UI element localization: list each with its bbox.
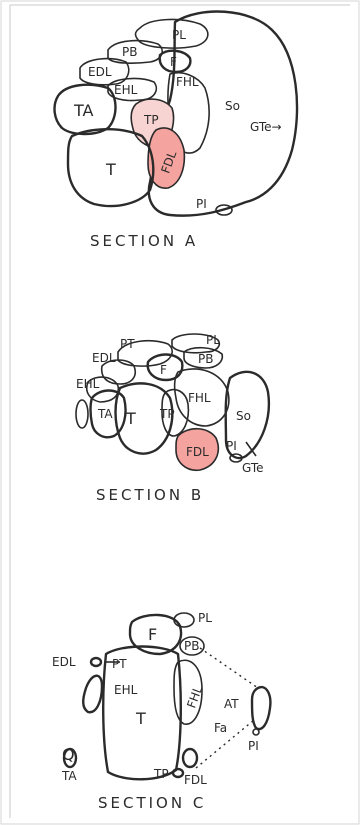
a-ta [53,83,117,136]
section-c: PL F PB EDL PT EHL FHL AT Fa T Q TA TP F… [52,611,272,812]
b-gte-pointer [245,441,257,457]
section-a: PL PB EDL F EHL FHL TA TP So GTe→ T FDL … [53,10,299,250]
c-label-ta: TA [61,769,77,783]
b-label-so: So [236,409,251,423]
a-label-fhl: FHL [176,75,199,89]
a-label-ta: TA [73,101,94,120]
a-edl [79,57,130,86]
b-pi-ring [229,453,243,463]
c-pi-point [252,728,260,736]
b-soleus [224,370,271,460]
section-b: PT PL EDL F PB EHL FHL TA T TP So FDL PI… [75,333,271,504]
c-ehl-capsule [82,674,104,714]
c-dotted-lower [195,719,255,769]
b-label-tp: TP [159,407,175,421]
c-label-t: T [135,709,146,728]
b-ta [89,389,127,439]
c-label-q: Q [62,745,75,764]
a-fdl [147,127,186,189]
a-tibia [66,128,155,208]
c-caption: SECTION C [98,794,206,812]
a-label-tp: TP [143,113,159,127]
c-label-pb: PB [184,639,199,653]
c-label-edl: EDL [52,655,76,669]
a-caption: SECTION A [90,232,198,250]
b-tp [161,388,190,437]
c-label-at: AT [224,697,239,711]
b-label-pt: PT [120,337,135,351]
b-caption: SECTION B [96,486,204,504]
a-label-pb: PB [122,45,137,59]
c-label-pl: PL [198,611,212,625]
c-label-pt: PT [112,657,127,671]
c-at [250,685,272,731]
b-label-pb: PB [198,352,213,366]
a-pl [134,18,209,49]
b-label-fdl: FDL [186,445,209,459]
b-label-gte: GTe [242,461,264,475]
a-label-pl: PL [172,28,186,42]
c-edl-ring [89,656,103,668]
c-tp-ring [171,767,185,779]
b-label-edl: EDL [92,351,116,365]
a-label-edl: EDL [88,65,112,79]
b-f [146,353,184,382]
b-label-pl: PL [206,333,220,347]
c-label-fa: Fa [214,721,227,735]
b-label-ta: TA [97,407,113,421]
c-label-pi: PI [248,739,259,753]
b-small-tendon [75,399,89,429]
a-label-gte: GTe→ [250,120,282,134]
b-label-f: F [160,363,167,377]
b-ehl [85,376,120,403]
b-edl [100,359,136,385]
b-label-t: T [125,409,136,428]
a-label-ehl: EHL [114,83,138,97]
c-q-shape [62,747,78,769]
a-f [158,49,192,74]
b-fdl [175,427,220,472]
c-pb [179,636,205,656]
b-label-pi: PI [226,439,237,453]
c-f [128,613,183,656]
b-tibia [114,382,174,455]
a-label-t: T [105,160,116,179]
a-label-so: So [225,99,240,113]
c-fhl [173,659,203,725]
c-label-tp: TP [153,767,169,781]
b-label-fhl: FHL [188,391,211,405]
b-label-ehl: EHL [76,377,100,391]
b-pl [171,333,221,354]
c-fdl [181,747,199,769]
c-label-f: F [148,625,157,644]
c-label-fdl: FDL [184,773,207,787]
a-label-pi: PI [196,197,207,211]
a-label-f: F [170,55,177,69]
c-label-ehl: EHL [114,683,138,697]
a-pi-ring [215,204,233,216]
b-pt [117,339,173,367]
b-pb [183,346,224,369]
